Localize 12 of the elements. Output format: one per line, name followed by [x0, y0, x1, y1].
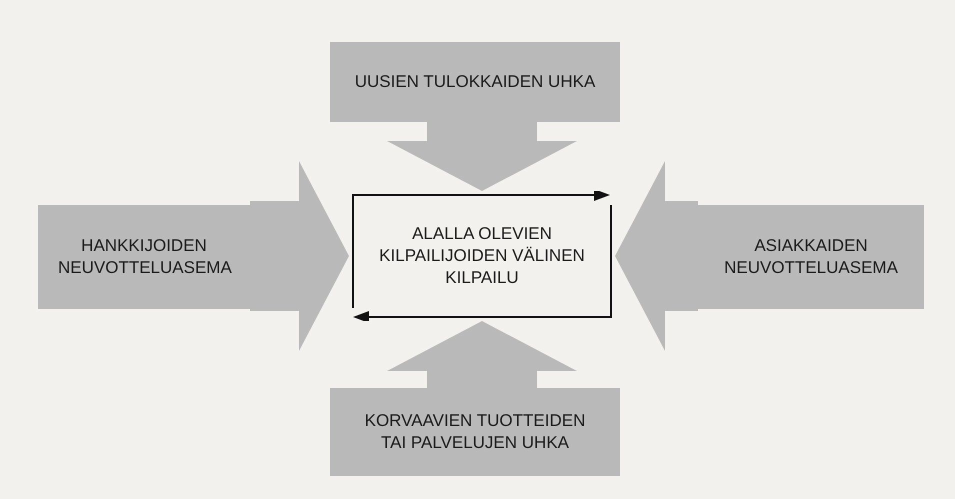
force-box	[698, 205, 924, 309]
force-label: HANKKIJOIDEN NEUVOTTELUASEMA	[58, 234, 230, 279]
force-label: ASIAKKAIDEN NEUVOTTELUASEMA	[723, 234, 899, 279]
block-arrow	[387, 122, 577, 191]
block-arrow	[387, 321, 577, 388]
force-label: KORVAAVIEN TUOTTEIDEN TAI PALVELUJEN UHKA	[364, 410, 586, 454]
block-arrow	[615, 161, 698, 351]
force-box	[38, 205, 250, 309]
force-label: UUSIEN TULOKKAIDEN UHKA	[354, 70, 596, 93]
block-arrow	[250, 161, 349, 351]
force-box	[330, 388, 620, 476]
force-box	[330, 42, 620, 122]
